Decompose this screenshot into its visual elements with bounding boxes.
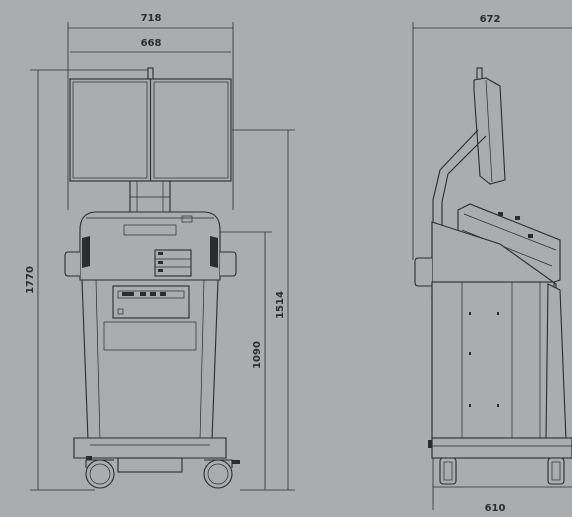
dim-front-total-height: 1770	[25, 266, 36, 294]
side-dimension-lines	[412, 22, 572, 510]
dim-front-monitor-top-height: 1514	[275, 291, 286, 319]
dim-side-base-depth: 610	[485, 503, 506, 514]
front-view-device	[64, 67, 240, 489]
dim-front-overall-width: 718	[141, 13, 162, 24]
dim-front-console-height: 1090	[252, 341, 263, 369]
dim-side-overall-depth: 672	[480, 14, 501, 25]
dim-front-monitor-width: 668	[141, 38, 162, 49]
side-view-device	[414, 67, 572, 485]
